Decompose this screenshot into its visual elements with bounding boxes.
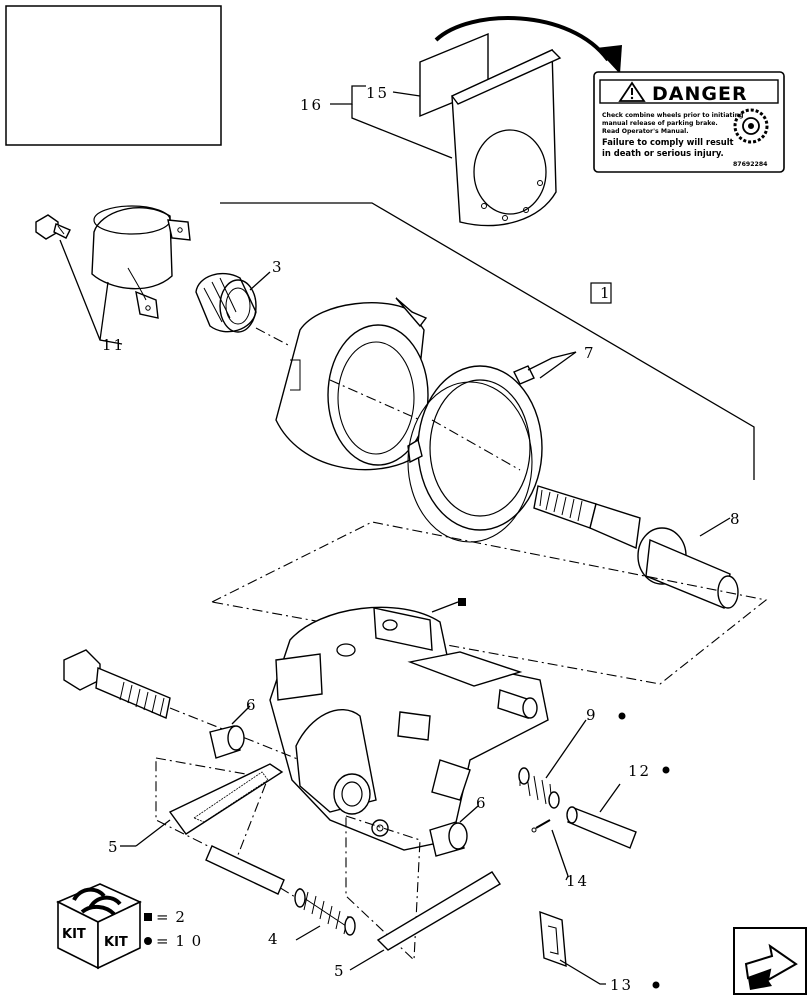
next-page-button[interactable] xyxy=(733,927,807,995)
callout-6-left: 6 xyxy=(246,696,258,714)
decal-heading: DANGER xyxy=(652,83,748,105)
callout-7: 7 xyxy=(584,344,596,362)
bushing-6-left xyxy=(209,705,251,759)
callout-6-right: 6 xyxy=(476,794,488,812)
kit-dot-quantity: = 1 0 xyxy=(156,932,202,950)
decal-line-5: in death or serious injury. xyxy=(602,148,724,158)
danger-decal: DANGER Check combine wheels prior to ini… xyxy=(593,71,785,173)
decal-line-1: Check combine wheels prior to initiating xyxy=(602,112,743,119)
warning-triangle-icon xyxy=(618,81,646,102)
dot-marker-icon xyxy=(652,981,660,989)
caliper-body xyxy=(269,606,549,851)
callout-4: 4 xyxy=(268,930,280,948)
caliper-boundary xyxy=(210,521,768,685)
long-bolt xyxy=(63,649,301,761)
clip-13 xyxy=(539,910,606,985)
square-marker-icon xyxy=(458,598,466,606)
callout-15: 15 xyxy=(366,84,389,102)
callout-3: 3 xyxy=(272,258,284,276)
callout-16: 16 xyxy=(300,96,323,114)
pin-12 xyxy=(566,783,637,849)
shield-assembly xyxy=(330,16,622,227)
gear-wheel-icon xyxy=(733,108,769,144)
pin-14 xyxy=(531,819,569,881)
dot-marker-icon xyxy=(662,766,670,774)
guide-pin xyxy=(205,845,285,895)
next-page-arrow-icon xyxy=(744,943,798,990)
decal-line-4: Failure to comply will result xyxy=(602,137,734,147)
drum-housing xyxy=(275,297,429,471)
bolt-and-clamp xyxy=(35,205,191,345)
coupler-3 xyxy=(195,271,291,347)
kit-square-quantity: = 2 xyxy=(156,908,186,926)
decal-part-number: 87692284 xyxy=(733,161,768,168)
decal-line-3: Read Operator's Manual. xyxy=(602,128,689,135)
decal-line-2: manual release of parking brake. xyxy=(602,120,718,127)
pad-plate-5-upper xyxy=(120,757,284,861)
bushing-6-right xyxy=(429,805,479,857)
callout-9: 9 xyxy=(586,706,598,724)
callout-1: 1 xyxy=(600,284,612,302)
callout-5-lower: 5 xyxy=(334,962,346,980)
title-frame xyxy=(5,5,222,146)
kit-label-right: KIT xyxy=(104,935,128,950)
friction-rings-7 xyxy=(407,351,577,543)
guide-pin-hint xyxy=(211,845,301,901)
callout-8: 8 xyxy=(730,510,742,528)
spring-9 xyxy=(518,719,587,809)
callout-11: 11 xyxy=(102,336,125,354)
kit-label-left: KIT xyxy=(62,927,86,942)
dot-marker-icon xyxy=(618,712,626,720)
square-marker-icon xyxy=(144,913,152,921)
pad-plate-5-lower xyxy=(345,815,501,971)
kit-box-icon: KIT KIT xyxy=(56,883,142,970)
callout-13: 13 xyxy=(610,976,633,994)
callout-12: 12 xyxy=(628,762,651,780)
dot-marker-icon xyxy=(144,937,152,945)
spring-4 xyxy=(294,887,356,941)
callout-5-upper: 5 xyxy=(108,838,120,856)
assembly-leader-1 xyxy=(220,202,755,480)
shaft-8 xyxy=(533,485,739,609)
callout-14: 14 xyxy=(566,872,589,890)
